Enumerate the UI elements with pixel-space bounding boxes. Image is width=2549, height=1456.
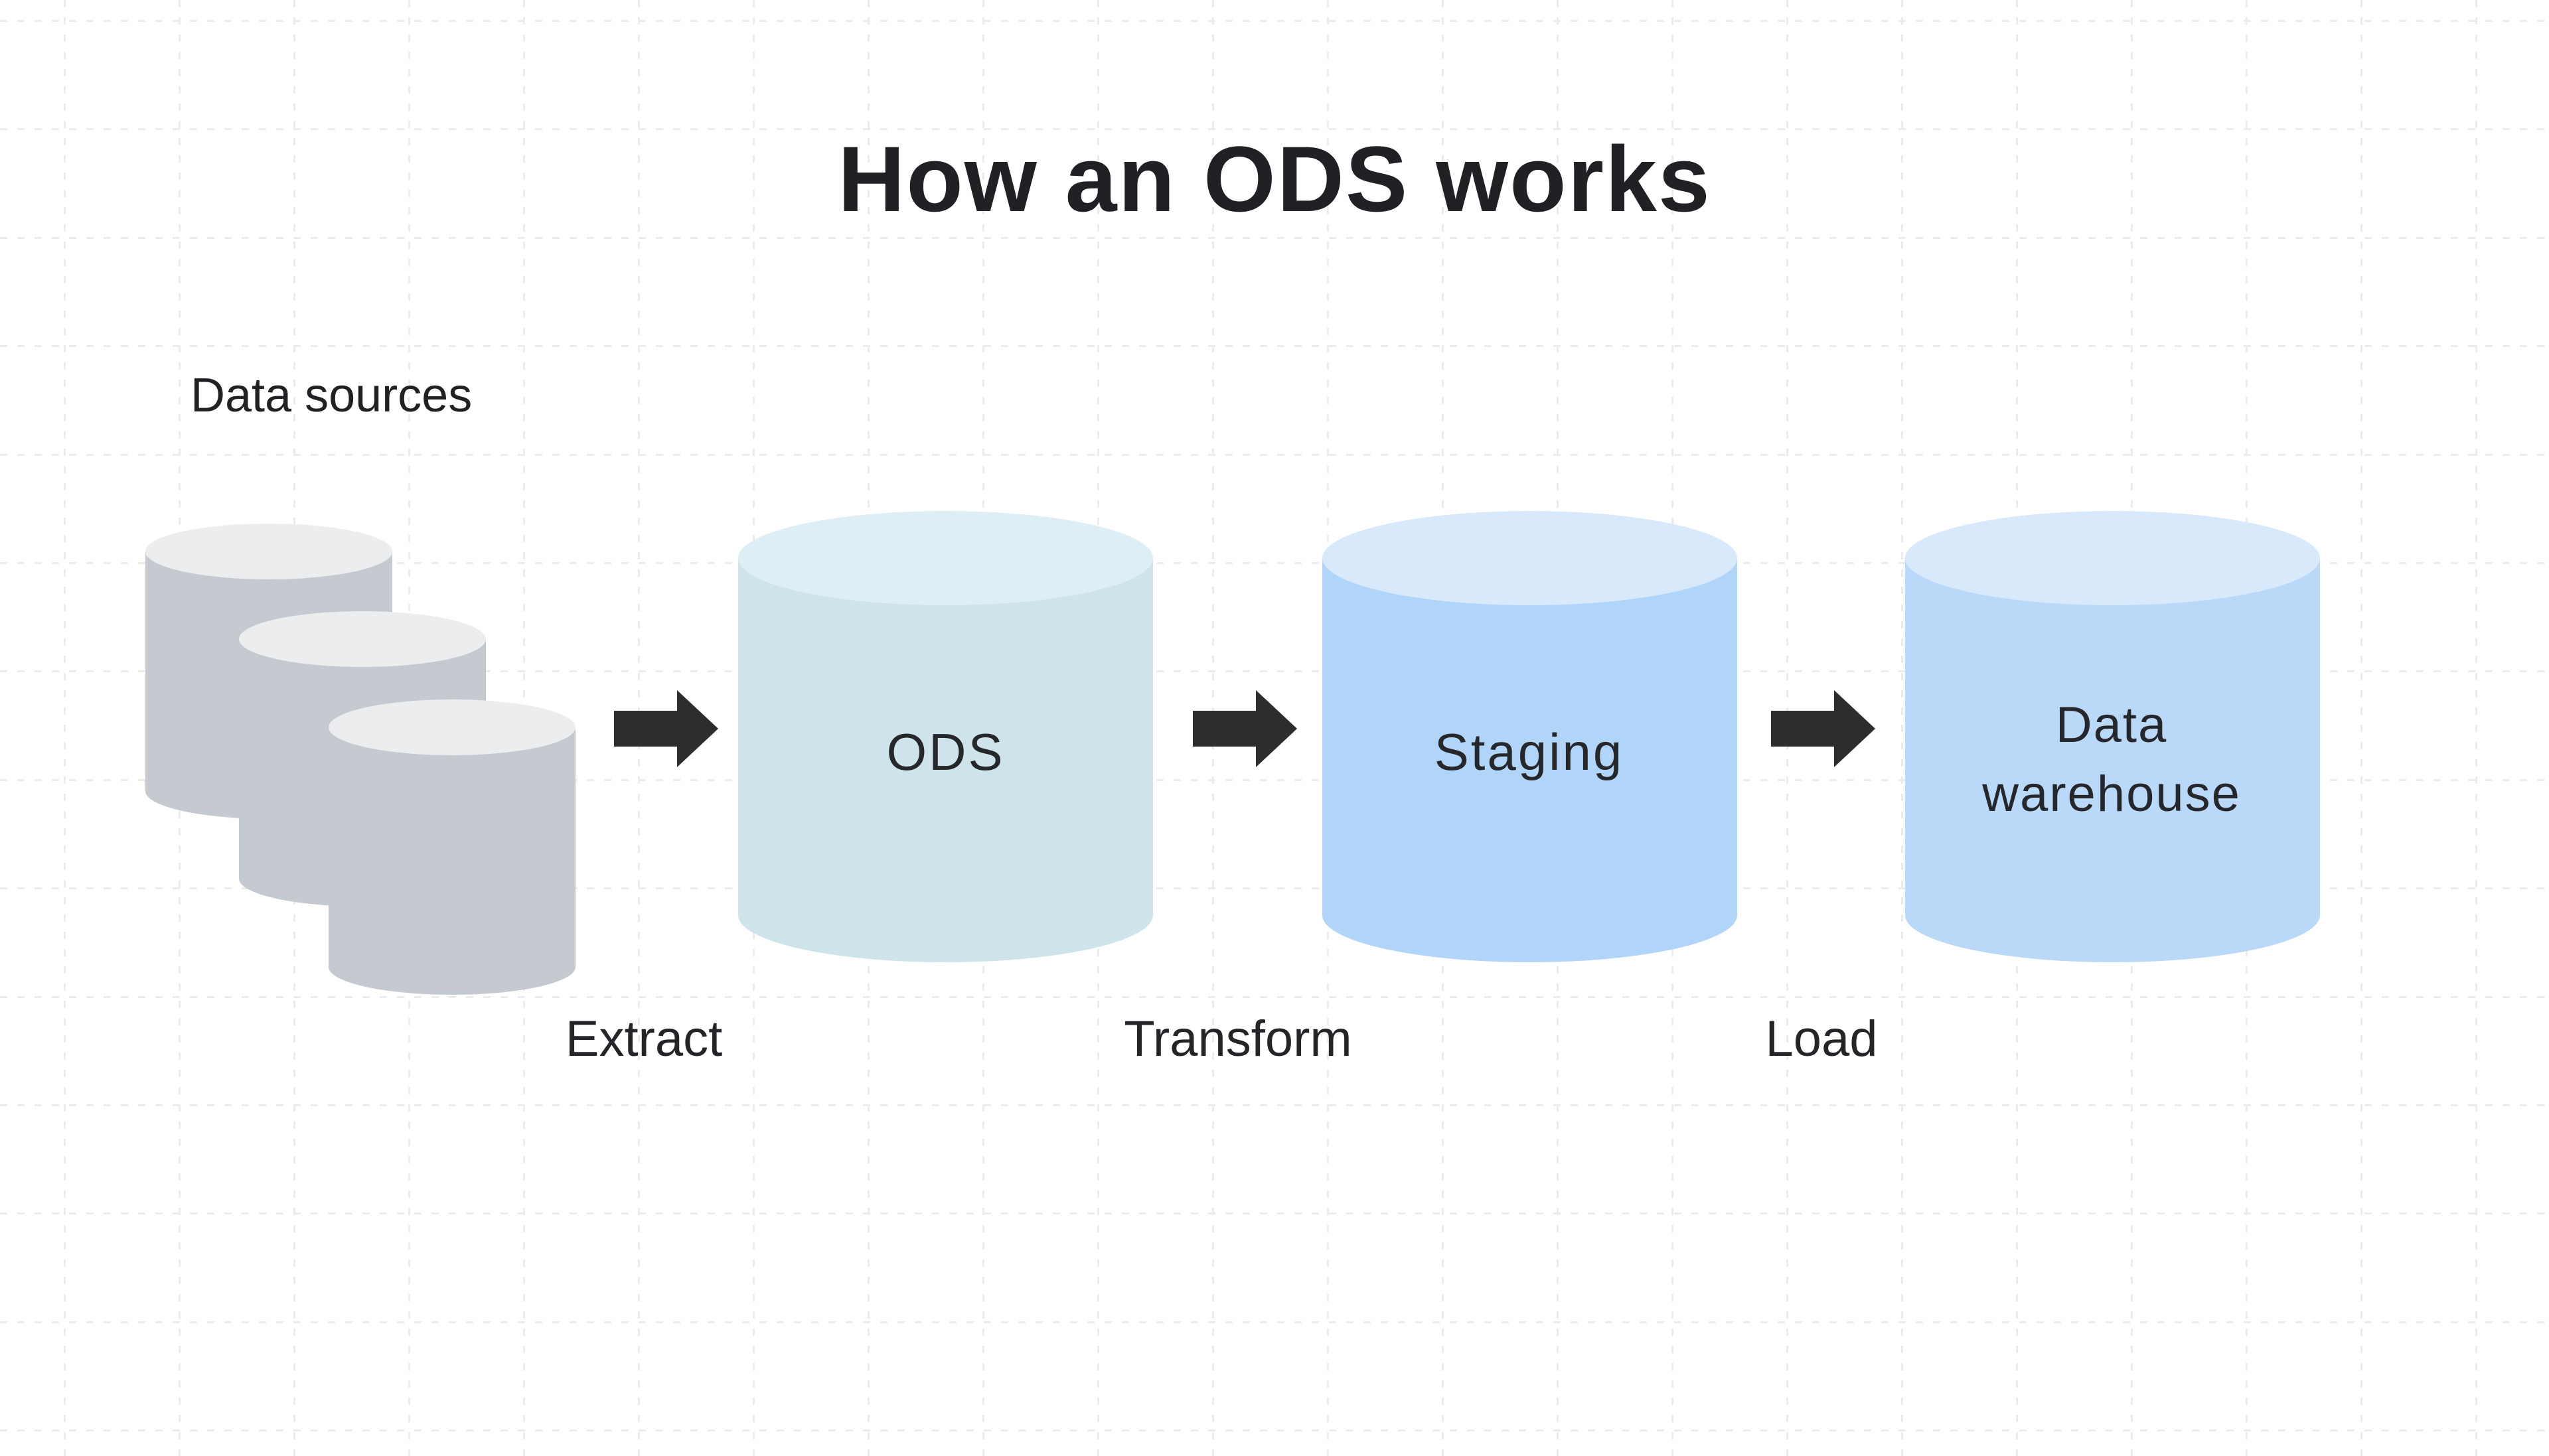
- grid-line-vertical: [1901, 0, 1903, 1456]
- grid-line-vertical: [2475, 0, 2477, 1456]
- load-arrow-icon: [1771, 690, 1875, 767]
- grid-line-horizontal: [0, 670, 2549, 673]
- data-warehouse-label: Data warehouse: [1982, 697, 2241, 822]
- staging-cylinder: [1322, 511, 1737, 962]
- grid-line-horizontal: [0, 128, 2549, 131]
- staging-label: Staging: [1434, 723, 1624, 781]
- transform-arrow-icon: [1193, 690, 1297, 767]
- arrow-head: [677, 690, 718, 767]
- grid-line-horizontal: [0, 1212, 2549, 1215]
- source-database-cylinder-3: [329, 699, 576, 995]
- cylinder-top: [239, 611, 486, 667]
- arrow-tail: [614, 711, 678, 747]
- cylinder-body: [738, 558, 1153, 962]
- grid-line-horizontal: [0, 1429, 2549, 1432]
- grid-line-horizontal: [0, 778, 2549, 781]
- arrow-tail: [1193, 711, 1257, 747]
- grid-line-horizontal: [0, 562, 2549, 564]
- grid-line-horizontal: [0, 995, 2549, 998]
- grid-line-vertical: [64, 0, 66, 1456]
- cylinder-top: [738, 511, 1153, 605]
- data-sources-label: Data sources: [191, 369, 473, 422]
- grid-line-horizontal: [0, 20, 2549, 22]
- cylinder-top: [1905, 511, 2320, 605]
- cylinder-top: [145, 524, 392, 579]
- grid-line-horizontal: [0, 236, 2549, 239]
- cylinder-body: [1905, 558, 2320, 962]
- arrow-tail: [1771, 711, 1835, 747]
- extract-arrow-icon: [614, 690, 718, 767]
- grid-line-horizontal: [0, 887, 2549, 890]
- step-label-extract: Extract: [565, 1011, 723, 1067]
- ods-cylinder: [738, 511, 1153, 962]
- arrow-head: [1834, 690, 1875, 767]
- data-warehouse-cylinder: [1905, 511, 2320, 962]
- step-label-transform: Transform: [1124, 1011, 1352, 1067]
- cylinder-top: [1322, 511, 1737, 605]
- step-label-load: Load: [1765, 1011, 1878, 1067]
- cylinder-body: [329, 727, 576, 995]
- grid-line-vertical: [2360, 0, 2362, 1456]
- grid-line-horizontal: [0, 1321, 2549, 1323]
- grid-line-horizontal: [0, 1104, 2549, 1106]
- ods-label: ODS: [886, 723, 1005, 781]
- arrow-head: [1256, 690, 1297, 767]
- cylinder-top: [329, 699, 576, 755]
- grid-line-horizontal: [0, 345, 2549, 348]
- diagram-title: How an ODS works: [838, 127, 1711, 231]
- cylinder-body: [1322, 558, 1737, 962]
- grid-line-horizontal: [0, 453, 2549, 456]
